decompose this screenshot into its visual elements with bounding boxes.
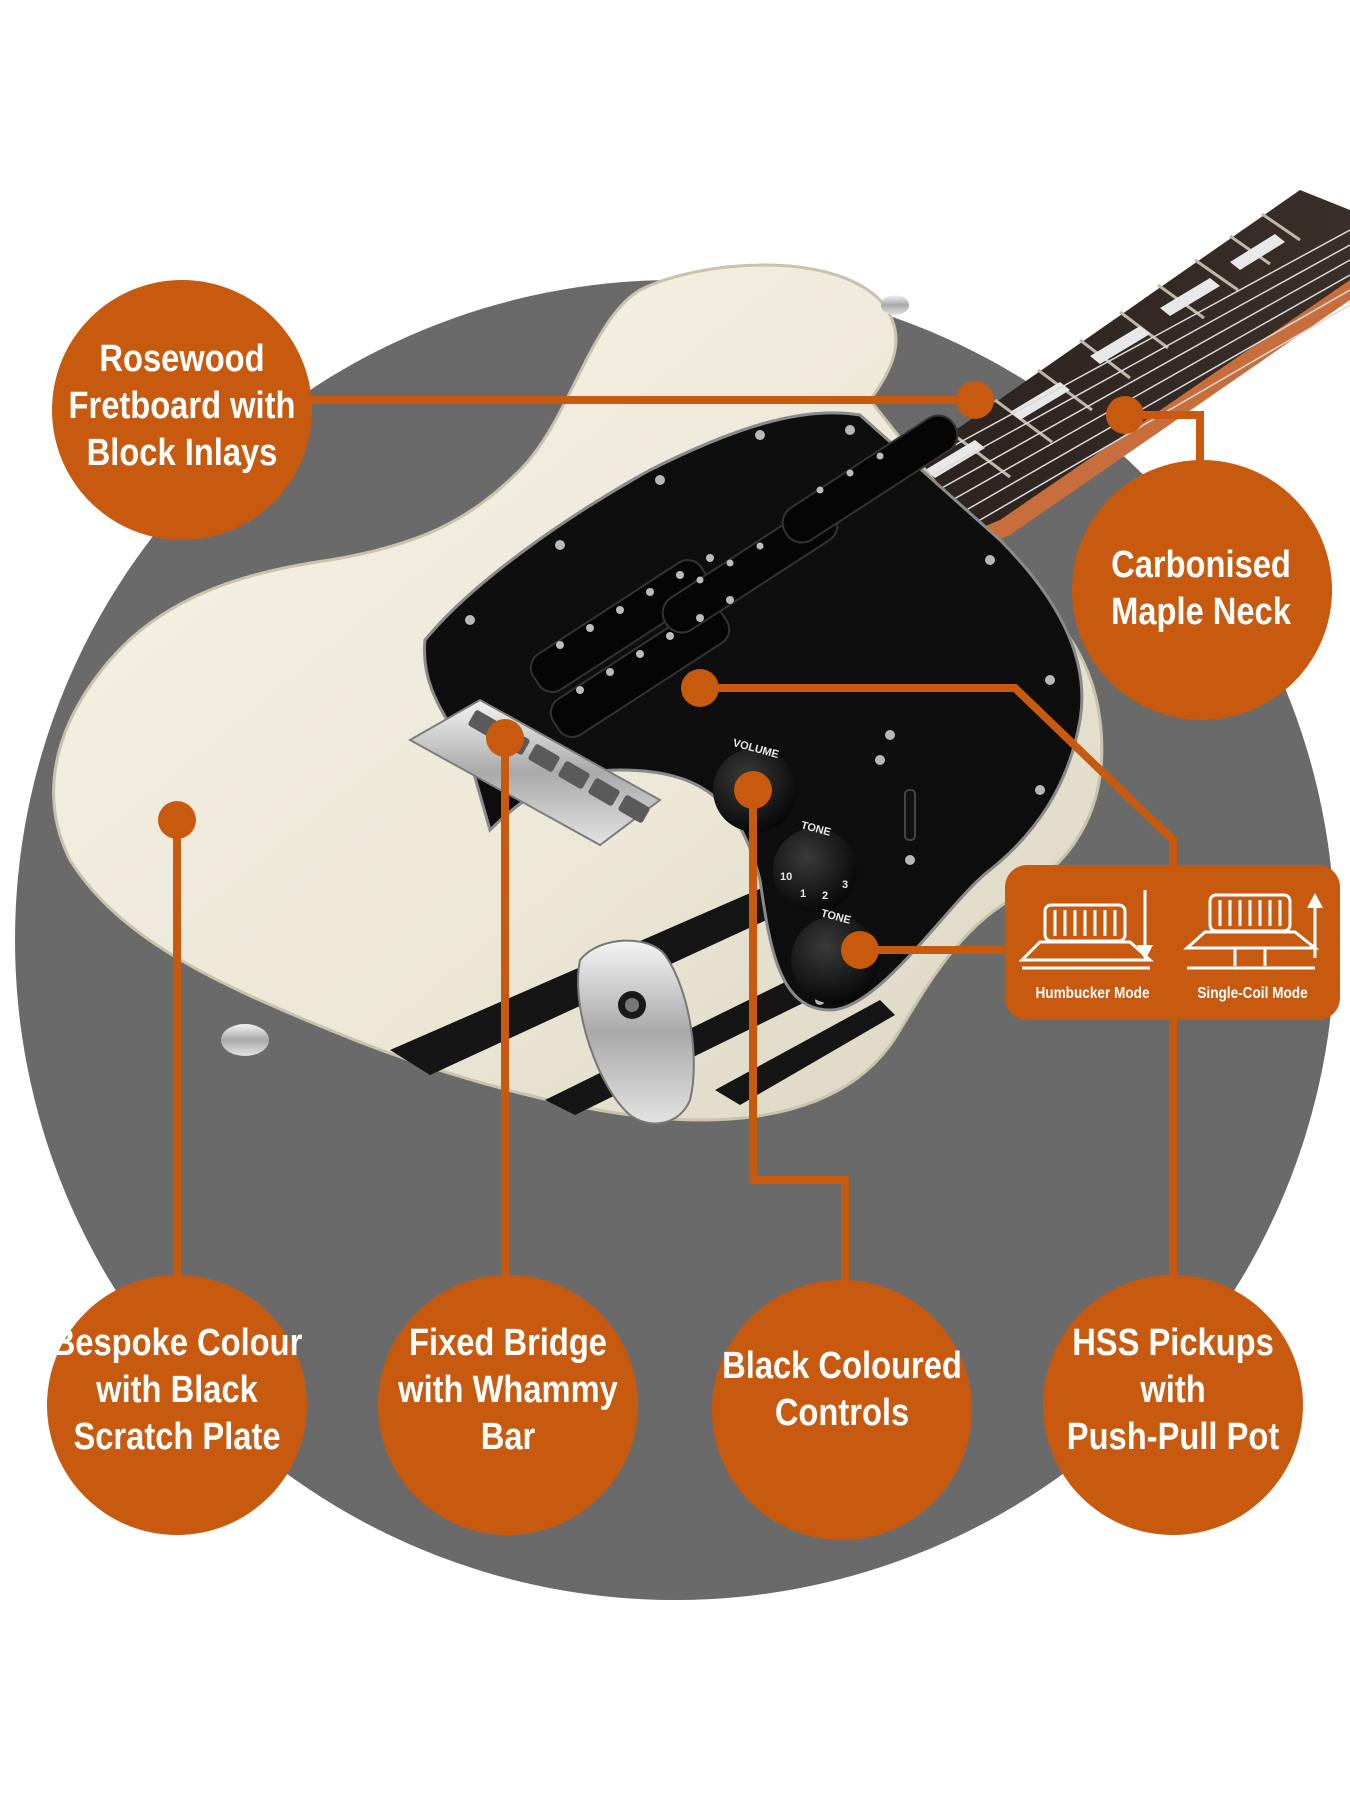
connector-controls <box>749 790 849 1290</box>
callout-circle-fretboard <box>52 280 312 540</box>
output-jack-plate <box>577 939 695 1125</box>
single-coil-mode-label: Single-Coil Mode <box>1197 985 1308 1002</box>
arrow-down-icon <box>1137 890 1153 960</box>
tone-knob-1-numeral-0: 10 <box>780 871 792 883</box>
pickup-mode-panel <box>1005 865 1340 1020</box>
callout-circle-finish <box>47 1275 307 1535</box>
tone-knob-1: TONE 10 1 2 3 <box>773 819 857 912</box>
humbucker-mode-illustration <box>1018 903 1154 970</box>
callout-circle-controls <box>712 1280 972 1540</box>
callout-circle-neck <box>1072 460 1332 720</box>
pickup-selector-switch <box>904 789 916 841</box>
connector-pickups <box>700 684 1177 1285</box>
callout-circle-pickups <box>1043 1275 1303 1535</box>
callout-circle-bridge <box>378 1275 638 1535</box>
arrow-up-icon <box>1307 893 1323 958</box>
tone-knob-1-numeral-1: 1 <box>800 888 806 900</box>
callout-circles <box>47 280 1332 1540</box>
tone-knob-1-numeral-2: 2 <box>822 890 828 902</box>
hss-pickups <box>529 414 959 738</box>
tone-knob-1-numeral-3: 3 <box>842 879 848 891</box>
humbucker-mode-label: Humbucker Mode <box>1035 985 1150 1002</box>
callout-anchor-dots <box>158 381 1144 969</box>
